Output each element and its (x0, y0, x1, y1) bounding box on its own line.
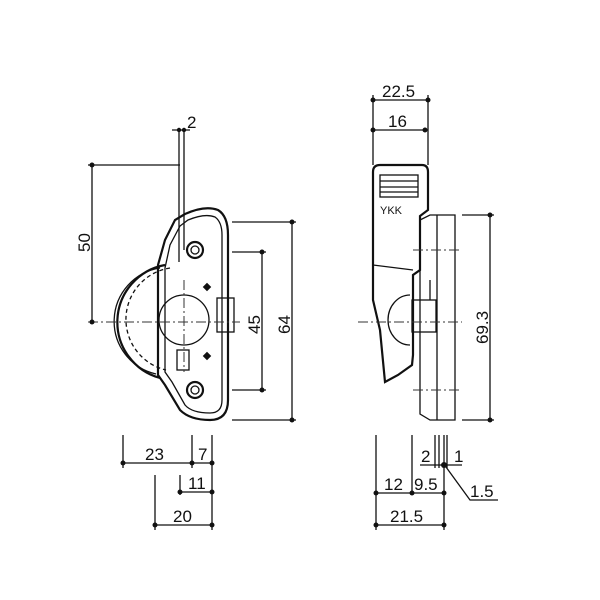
side-view: YKK 22.5 16 69.3 2 (358, 82, 498, 530)
dim-overall-height: 69.3 (473, 311, 492, 344)
front-view: 2 50 64 45 23 7 11 20 (75, 113, 296, 530)
dim-depth-b: 9.5 (414, 475, 438, 494)
dim-depth-a: 12 (384, 475, 403, 494)
dim-offset: 1.5 (470, 482, 494, 501)
dim-plate: 1 (454, 447, 463, 466)
dim-total-depth: 21.5 (390, 507, 423, 526)
screw-hole-bottom (185, 380, 205, 400)
dim-screw-pitch: 45 (245, 315, 264, 334)
dim-overall-width: 22.5 (382, 82, 415, 101)
dim-left-width: 23 (145, 445, 164, 464)
dim-handle-width: 16 (388, 112, 407, 131)
dim-depth-b: 20 (173, 507, 192, 526)
dim-depth-a: 11 (188, 474, 206, 493)
dim-gap: 2 (421, 447, 430, 466)
dim-rod-width: 2 (187, 113, 196, 132)
brand-logo: YKK (380, 205, 403, 217)
dim-height-to-center: 50 (75, 233, 94, 252)
dim-overall-height: 64 (275, 315, 294, 334)
dim-right-width: 7 (198, 445, 207, 464)
screw-hole-top (185, 240, 205, 260)
